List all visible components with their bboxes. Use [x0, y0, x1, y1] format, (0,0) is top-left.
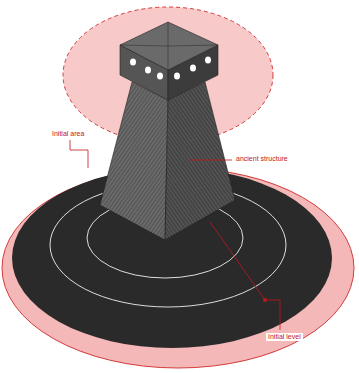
- shaft-face: [100, 82, 168, 240]
- part-label: Initial level: [266, 333, 303, 341]
- leader-lines: [70, 140, 280, 330]
- roof-ridge: [120, 22, 218, 70]
- leader-dot: [263, 298, 267, 302]
- shaft-face: [165, 82, 235, 240]
- part-label: ancient structure: [234, 155, 290, 163]
- roof: [120, 22, 218, 70]
- windows: [130, 57, 211, 80]
- part-label: Initial area: [50, 130, 86, 138]
